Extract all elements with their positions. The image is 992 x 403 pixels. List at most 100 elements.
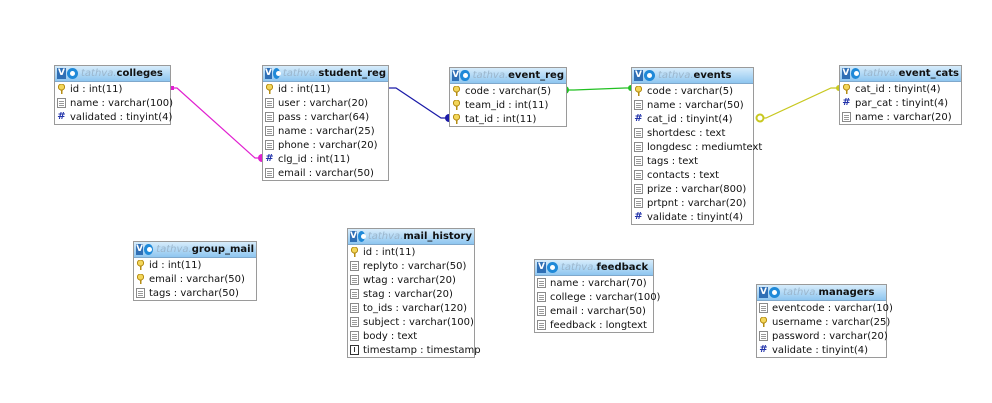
table-options-icon[interactable] [769,287,780,298]
column-row[interactable]: validated : tinyint(4) [55,110,172,124]
table-options-icon[interactable] [644,70,655,81]
toggle-view-icon[interactable]: V [136,244,144,255]
schema-name: tathva [367,231,401,242]
column-row[interactable]: id : int(11) [263,82,388,96]
relation-line-event_reg-events[interactable] [565,87,631,91]
column-row[interactable]: validate : tinyint(4) [757,343,886,357]
column-row[interactable]: validate : tinyint(4) [632,210,753,224]
column-row[interactable]: email : varchar(50) [134,272,256,286]
column-row[interactable]: feedback : longtext [535,318,653,332]
column-row[interactable]: replyto : varchar(50) [348,259,474,273]
column-row[interactable]: password : varchar(20) [757,329,888,343]
column-row[interactable]: code : varchar(5) [632,84,753,98]
table-options-icon[interactable] [547,262,558,273]
text-field-icon [265,98,274,108]
column-row[interactable]: username : varchar(25) [757,315,890,329]
column-row[interactable]: user : varchar(20) [263,96,388,110]
table-options-icon[interactable] [272,68,281,79]
column-row[interactable]: phone : varchar(20) [263,138,388,152]
column-row[interactable]: email : varchar(50) [263,166,388,180]
column-row[interactable]: eventcode : varchar(10) [757,301,893,315]
column-row[interactable]: id : int(11) [55,82,170,96]
toggle-view-icon[interactable]: V [842,68,850,79]
relation-line-events-event_cats[interactable] [757,87,839,119]
table-options-icon[interactable] [67,68,78,79]
column-row[interactable]: email : varchar(50) [535,304,653,318]
relation-line-student_reg-event_reg[interactable] [387,87,449,119]
table-title: tathva.mail_history [367,231,472,242]
toggle-view-icon[interactable]: V [634,70,643,81]
column-row[interactable]: to_ids : varchar(120) [348,301,474,315]
table-options-icon[interactable] [144,244,154,255]
column-row[interactable]: prize : varchar(800) [632,182,753,196]
column-row[interactable]: timestamp : timestamp [348,343,481,357]
text-field-icon [265,140,274,150]
column-row[interactable]: name : varchar(20) [840,110,961,124]
column-row[interactable]: team_id : int(11) [450,98,566,112]
text-field-icon [350,261,359,271]
column-row[interactable]: tags : varchar(50) [134,286,256,300]
column-row[interactable]: prtpnt : varchar(20) [632,196,753,210]
column-row[interactable]: clg_id : int(11) [263,152,388,166]
column-row[interactable]: cat_id : tinyint(4) [840,82,961,96]
key-icon [57,84,66,94]
column-row[interactable]: shortdesc : text [632,126,753,140]
text-field-icon [265,126,274,136]
table-options-icon[interactable] [357,231,366,242]
column-row[interactable]: code : varchar(5) [450,84,566,98]
toggle-view-icon[interactable]: V [452,70,460,81]
toggle-view-icon[interactable]: V [57,68,66,79]
column-row[interactable]: tags : text [632,154,753,168]
column-label: body : text [363,330,418,342]
hash-icon [57,112,66,122]
table-options-icon[interactable] [460,70,470,81]
column-row[interactable]: body : text [348,329,474,343]
text-field-icon [634,156,643,166]
column-label: tags : text [647,155,699,167]
column-row[interactable]: par_cat : tinyint(4) [840,96,961,110]
toggle-view-icon[interactable]: V [265,68,272,79]
column-row[interactable]: name : varchar(50) [632,98,753,112]
toggle-view-icon[interactable]: V [350,231,357,242]
table-title: tathva.managers [783,287,875,298]
toggle-view-icon[interactable]: V [759,287,768,298]
column-row[interactable]: name : varchar(100) [55,96,173,110]
table-options-icon[interactable] [850,68,861,79]
column-row[interactable]: subject : varchar(100) [348,315,474,329]
text-field-icon [265,168,274,178]
column-row[interactable]: tat_id : int(11) [450,112,566,126]
column-row[interactable]: pass : varchar(64) [263,110,388,124]
relation-endpoint-start [755,113,765,123]
column-row[interactable]: id : int(11) [348,245,474,259]
column-row[interactable]: cat_id : tinyint(4) [632,112,753,126]
column-row[interactable]: wtag : varchar(20) [348,273,474,287]
column-row[interactable]: id : int(11) [134,258,256,272]
column-row[interactable]: name : varchar(25) [263,124,388,138]
column-row[interactable]: college : varchar(100) [535,290,660,304]
column-row[interactable]: name : varchar(70) [535,276,653,290]
column-row[interactable]: longdesc : mediumtext [632,140,762,154]
column-row[interactable]: contacts : text [632,168,753,182]
schema-name: tathva [863,68,896,79]
toggle-view-icon[interactable]: V [537,262,546,273]
relation-line-colleges-student_reg[interactable] [172,87,262,159]
column-row[interactable]: stag : varchar(20) [348,287,474,301]
